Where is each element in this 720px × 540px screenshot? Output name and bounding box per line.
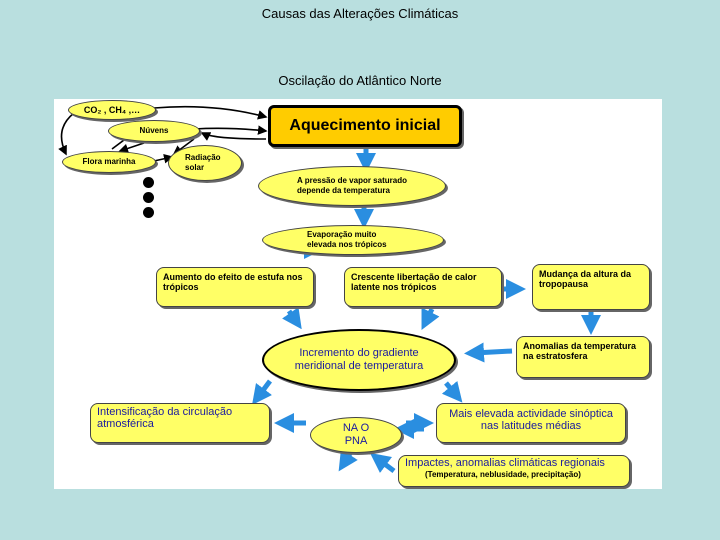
tropopause-node: Mudança da altura da tropopausa bbox=[532, 264, 650, 310]
vapor-pressure-node: A pressão de vapor saturado depende da t… bbox=[258, 166, 446, 206]
stratosphere-node: Anomalias da temperatura na estratosfera bbox=[516, 336, 650, 378]
feedback-arrows bbox=[58, 105, 268, 164]
impacts-label-line2: (Temperatura, neblusidade, precipitação) bbox=[425, 470, 581, 480]
clouds-node: Núvens bbox=[108, 120, 200, 142]
page-subtitle: Oscilação do Atlântico Norte bbox=[278, 73, 442, 88]
solar-radiation-node: Radiação solar bbox=[168, 145, 242, 181]
gradient-label-line1: Incremento do gradiente bbox=[299, 346, 419, 359]
synoptic-label-line2: nas latitudes médias bbox=[480, 420, 582, 432]
clouds-label: Núvens bbox=[139, 126, 169, 136]
greenhouse-label: Aumento do efeito de estufa nos trópicos bbox=[163, 272, 303, 292]
solar-radiation-label: Radiação solar bbox=[185, 153, 221, 172]
gradient-node: Incremento do gradiente meridional de te… bbox=[262, 329, 456, 391]
initial-warming-node: Aquecimento inicial bbox=[268, 105, 462, 147]
co2-ch4-node: CO₂ , CH₄ ,… bbox=[68, 100, 156, 120]
pna-label: PNA bbox=[344, 435, 368, 447]
stratosphere-label: Anomalias da temperatura na estratosfera bbox=[523, 341, 637, 361]
ellipsis-dot bbox=[143, 192, 154, 203]
evaporation-label: Evaporação muito elevada nos trópicos bbox=[307, 230, 387, 249]
nao-label: NA O bbox=[342, 421, 370, 434]
greenhouse-node: Aumento do efeito de estufa nos trópicos bbox=[156, 267, 314, 307]
initial-warming-label: Aquecimento inicial bbox=[289, 117, 441, 134]
synoptic-node: Mais elevada actividade sinóptica nas la… bbox=[436, 403, 626, 443]
nao-pna-node: NA O PNA bbox=[310, 417, 402, 453]
impacts-label-line1: Impactes, anomalias climáticas regionais bbox=[405, 457, 605, 469]
marine-flora-label: Flora marinha bbox=[82, 157, 136, 167]
latent-heat-node: Crescente libertação de calor latente no… bbox=[344, 267, 502, 307]
connector-layer bbox=[58, 105, 601, 473]
ellipsis-dot bbox=[143, 207, 154, 218]
vapor-pressure-label: A pressão de vapor saturado depende da t… bbox=[297, 176, 407, 195]
circulation-node: Intensificação da circulação atmosférica bbox=[90, 403, 270, 443]
ellipsis-dot bbox=[143, 177, 154, 188]
impacts-node: Impactes, anomalias climáticas regionais… bbox=[398, 455, 630, 487]
diagram-panel: CO₂ , CH₄ ,… Núvens Flora marinha Radiaç… bbox=[54, 99, 662, 489]
gradient-label-line2: meridional de temperatura bbox=[294, 360, 424, 372]
page-title: Causas das Alterações Climáticas bbox=[261, 6, 459, 21]
latent-heat-label: Crescente libertação de calor latente no… bbox=[351, 272, 477, 292]
circulation-label: Intensificação da circulação atmosférica bbox=[97, 406, 233, 430]
synoptic-label-line1: Mais elevada actividade sinóptica bbox=[449, 408, 613, 420]
co2-ch4-label: CO₂ , CH₄ ,… bbox=[83, 104, 141, 115]
tropopause-label: Mudança da altura da tropopausa bbox=[539, 269, 632, 289]
marine-flora-node: Flora marinha bbox=[62, 151, 156, 173]
evaporation-node: Evaporação muito elevada nos trópicos bbox=[262, 225, 444, 255]
